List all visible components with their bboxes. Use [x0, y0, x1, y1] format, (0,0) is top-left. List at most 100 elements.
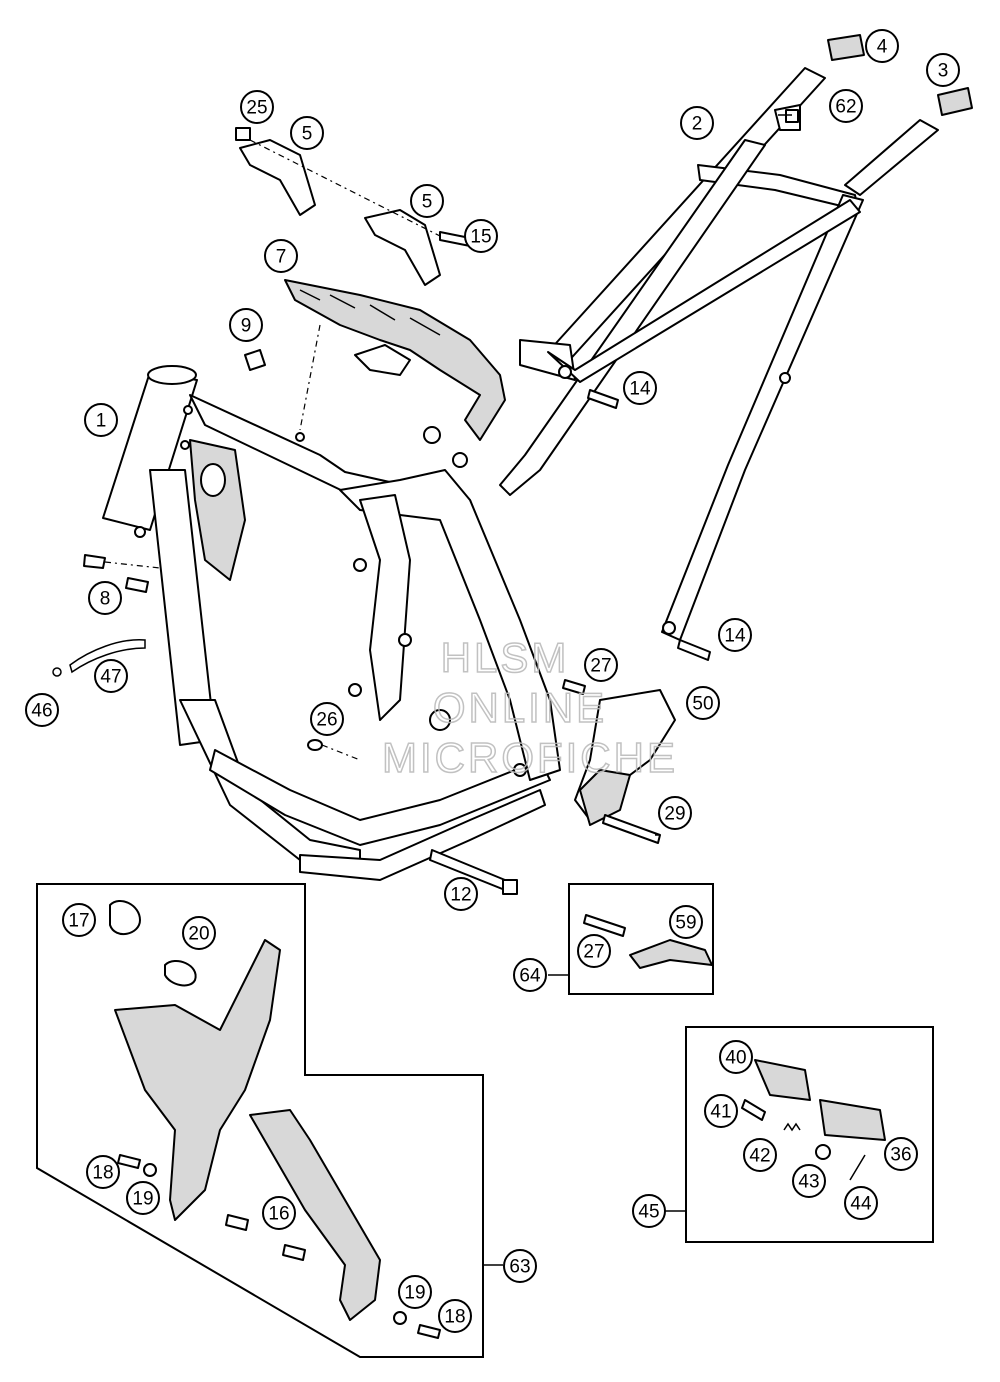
callout-circle — [126, 1181, 160, 1215]
cable-tie-part-17 — [109, 900, 141, 935]
callout-number: 16 — [268, 1204, 289, 1225]
callout-c9: 9 — [229, 308, 263, 342]
callout-circle — [84, 403, 118, 437]
bracket-part-5b — [364, 209, 441, 286]
callout-number: 4 — [877, 37, 888, 58]
callout-circle — [884, 1137, 918, 1171]
callout-number: 64 — [519, 966, 541, 987]
callout-c26: 26 — [310, 702, 344, 736]
callout-circle — [658, 796, 692, 830]
callout-number: 3 — [938, 61, 949, 82]
callout-number: 26 — [316, 710, 337, 731]
callout-circle — [86, 1155, 120, 1189]
bracket-part-5a — [239, 139, 316, 216]
callout-circle — [444, 877, 478, 911]
cable-tie-part-20 — [164, 960, 197, 987]
callout-circle — [680, 106, 714, 140]
nut-part-25 — [235, 127, 251, 141]
callout-c25: 25 — [240, 90, 274, 124]
callout-number: 25 — [246, 98, 267, 119]
bushing-part-62 — [785, 109, 799, 123]
callout-circle — [503, 1249, 537, 1283]
callout-c36: 36 — [884, 1137, 918, 1171]
callout-circle — [438, 1299, 472, 1333]
chain-guide-part-50 — [574, 689, 676, 826]
callout-c46: 46 — [25, 693, 59, 727]
callout-circle — [632, 1194, 666, 1228]
callout-circle — [577, 934, 611, 968]
callout-number: 5 — [302, 124, 313, 145]
callout-number: 50 — [692, 694, 713, 715]
callout-number: 27 — [583, 942, 604, 963]
callout-number: 18 — [92, 1163, 113, 1184]
bolt-part-14a — [587, 389, 619, 409]
frame-guard-part-16 — [249, 1109, 381, 1321]
bolt-part-18a — [117, 1154, 141, 1169]
grommet-part-9 — [244, 349, 266, 371]
callout-number: 12 — [450, 885, 471, 906]
callout-circle — [229, 308, 263, 342]
callout-number: 18 — [444, 1307, 465, 1328]
callout-circle — [182, 916, 216, 950]
cotter-pin-part-44 — [849, 1154, 866, 1181]
callout-circle — [704, 1094, 738, 1128]
callout-c14b: 14 — [718, 618, 752, 652]
spring-part-42 — [783, 1122, 801, 1132]
bolt-part-29 — [602, 814, 661, 844]
callout-c50: 50 — [686, 686, 720, 720]
callout-number: 1 — [96, 411, 107, 432]
callout-circle — [262, 1196, 296, 1230]
washer-part-19b — [393, 1311, 407, 1325]
callout-number: 42 — [749, 1146, 770, 1167]
callout-number: 46 — [31, 701, 52, 722]
callout-number: 44 — [850, 1194, 872, 1215]
callout-c40: 40 — [719, 1040, 753, 1074]
watermark-line-1: HLSM — [441, 634, 570, 681]
callout-c42: 42 — [743, 1138, 777, 1172]
callout-circle — [926, 53, 960, 87]
callout-c3: 3 — [926, 53, 960, 87]
callout-number: 9 — [241, 316, 252, 337]
callout-c1: 1 — [84, 403, 118, 437]
callout-circle — [792, 1164, 826, 1198]
spacer-part-16b — [282, 1244, 306, 1261]
callout-circle — [310, 702, 344, 736]
callout-c64: 64 — [513, 958, 547, 992]
callout-number: 19 — [132, 1189, 153, 1210]
callout-circle — [94, 659, 128, 693]
callout-number: 40 — [725, 1048, 746, 1069]
bolt-part-8a — [83, 554, 106, 569]
callout-c18a: 18 — [86, 1155, 120, 1189]
watermark: HLSM ONLINE MICROFICHE — [381, 633, 676, 782]
main-frame-part — [102, 365, 561, 881]
callout-circle — [865, 29, 899, 63]
pin-part-41 — [741, 1099, 766, 1121]
callout-c29: 29 — [658, 796, 692, 830]
callout-c17: 17 — [62, 903, 96, 937]
spacer-part-16a — [225, 1214, 249, 1231]
footpeg-part-40 — [754, 1059, 811, 1101]
callout-c5b: 5 — [410, 184, 444, 218]
callout-number: 45 — [638, 1202, 659, 1223]
cap-part-3 — [937, 87, 973, 116]
subframe-part — [499, 67, 939, 641]
callout-number: 8 — [100, 589, 111, 610]
callout-c19a: 19 — [126, 1181, 160, 1215]
callout-number: 47 — [100, 667, 121, 688]
callout-circle — [513, 958, 547, 992]
callout-number: 36 — [890, 1145, 911, 1166]
callout-c8: 8 — [88, 581, 122, 615]
callout-c20: 20 — [182, 916, 216, 950]
callout-circle — [464, 219, 498, 253]
washer-part-19a — [143, 1163, 157, 1177]
nut-part-26 — [307, 739, 323, 751]
group-box-45 — [685, 1026, 934, 1243]
callout-circle — [240, 90, 274, 124]
bolt-part-18b — [417, 1324, 441, 1339]
callout-number: 20 — [188, 924, 209, 945]
callout-c43: 43 — [792, 1164, 826, 1198]
group-box-63 — [36, 883, 484, 1358]
bolt-part-14b — [677, 639, 711, 661]
callout-c62: 62 — [829, 89, 863, 123]
